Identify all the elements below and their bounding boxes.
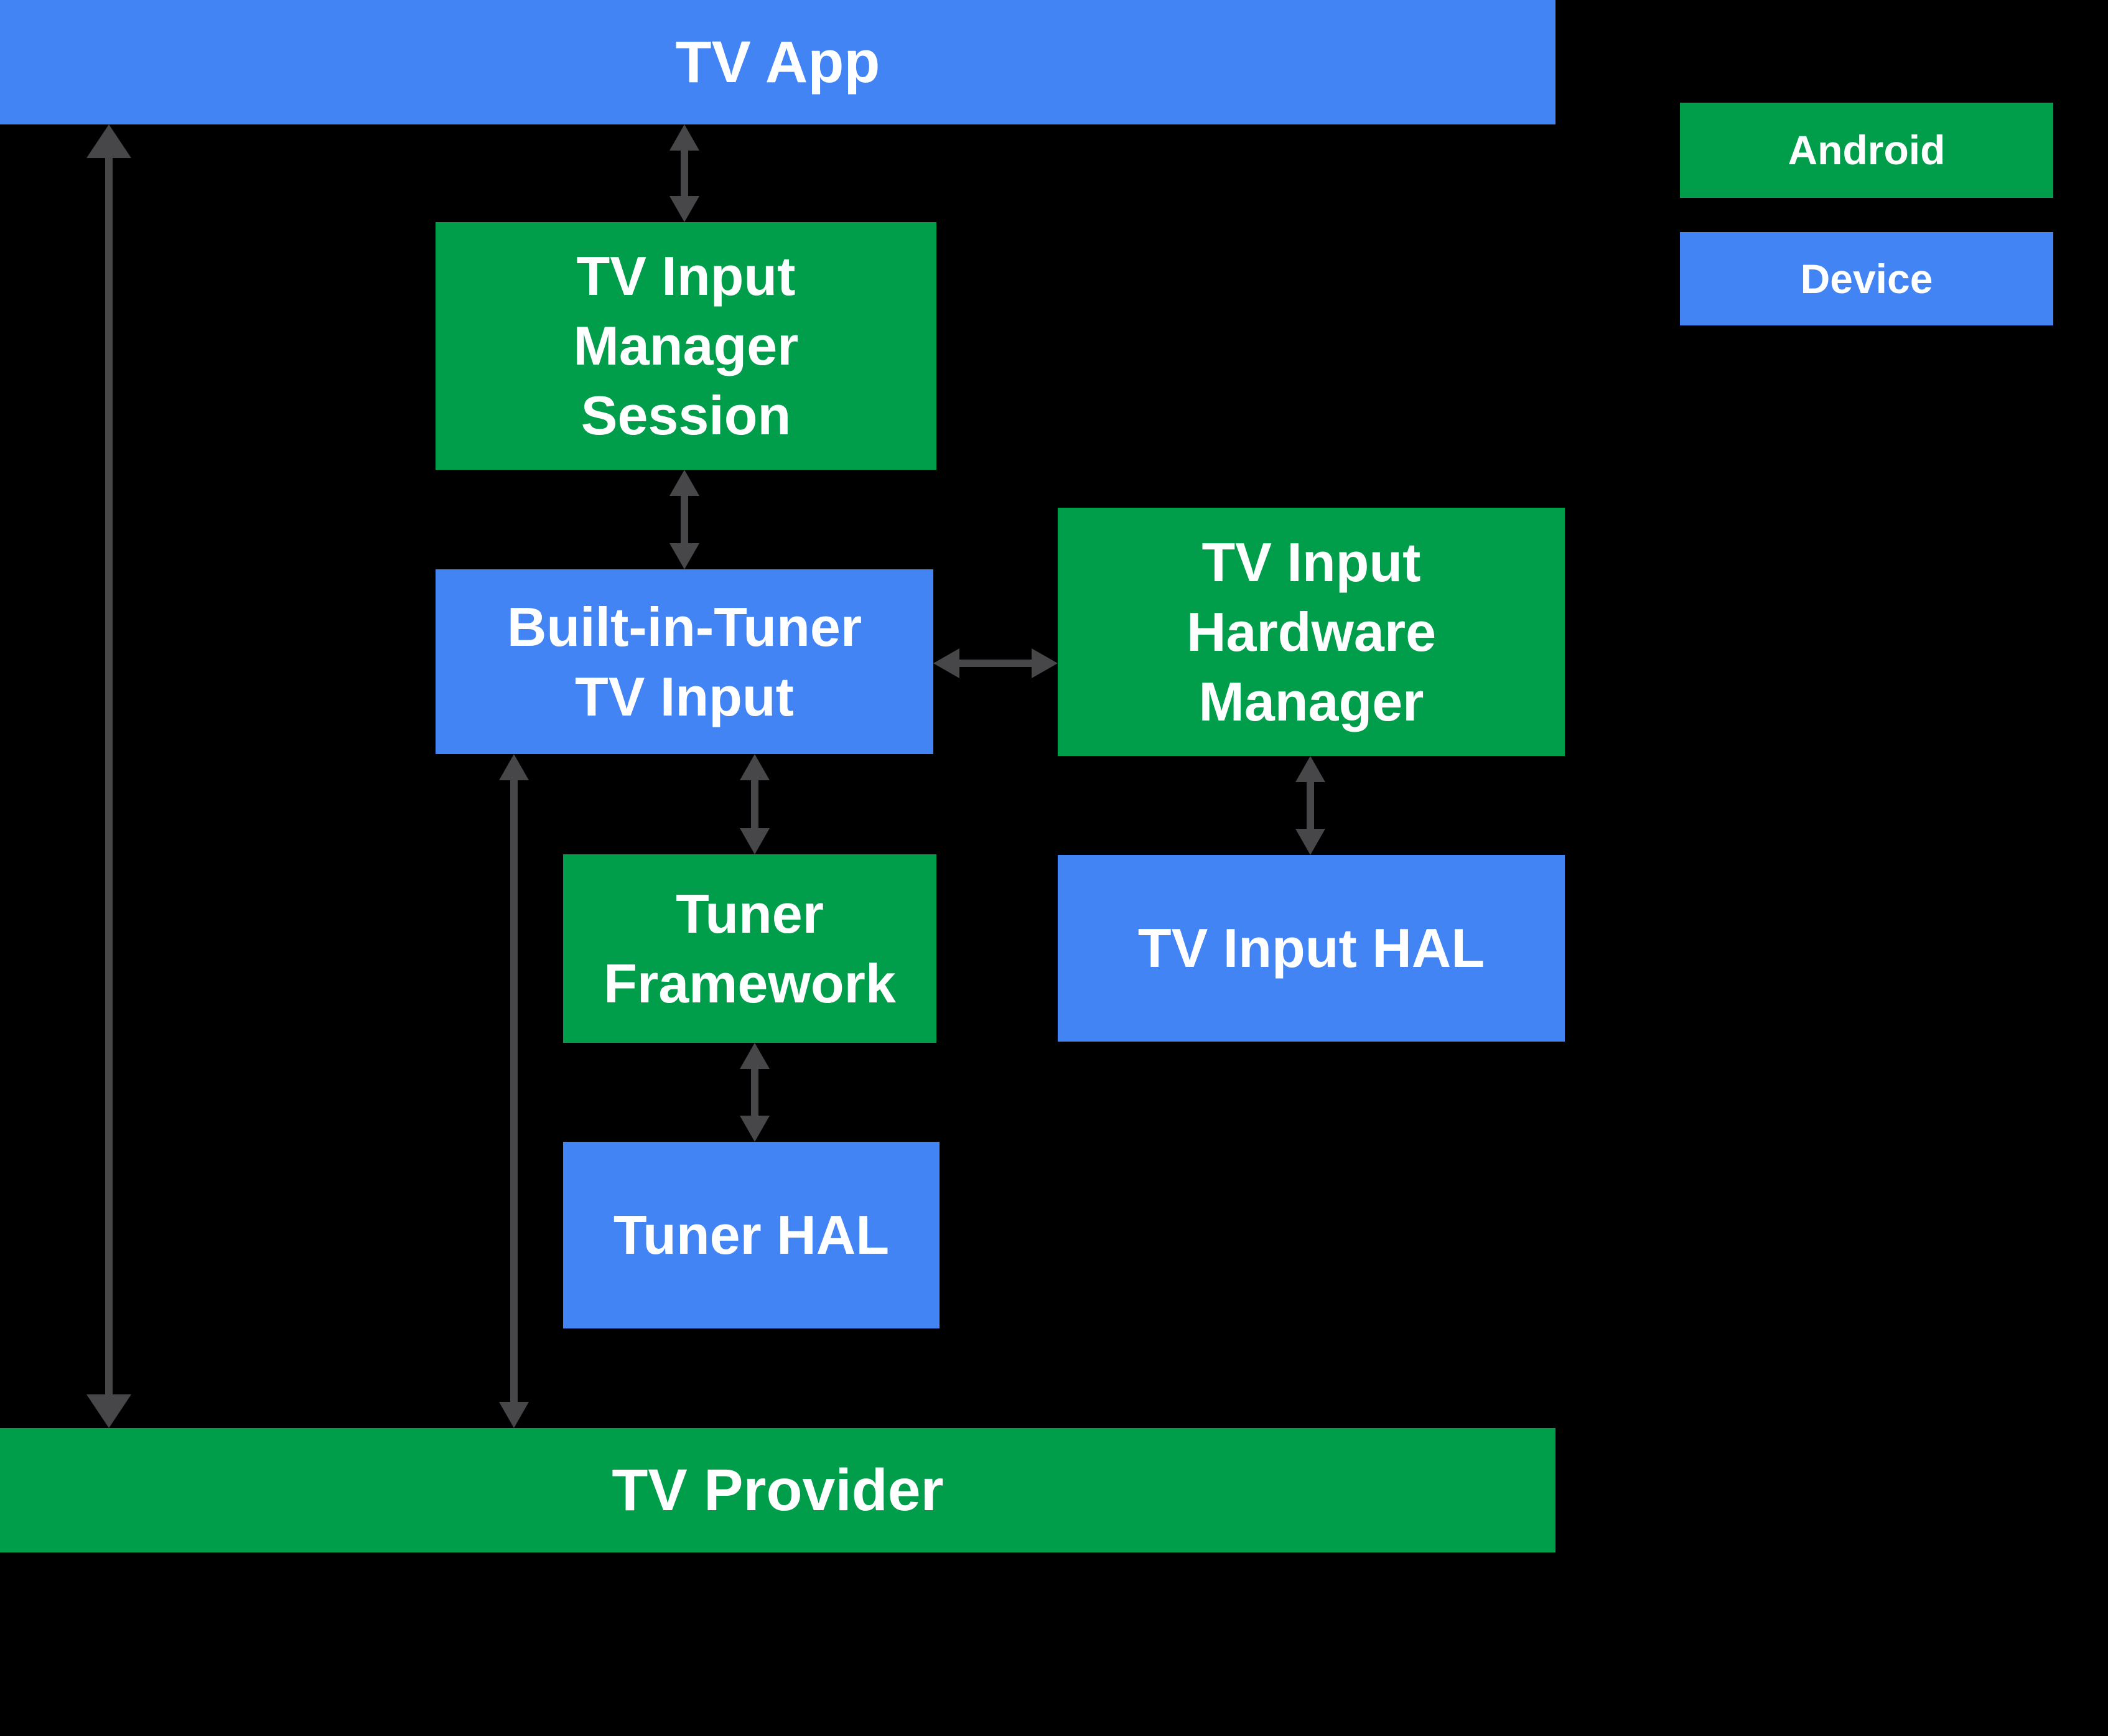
arrow-shaft	[1307, 781, 1314, 830]
arrowhead-down-icon	[669, 543, 699, 569]
legend-android-label: Android	[1788, 127, 1946, 174]
arrowhead-up-icon	[1295, 756, 1325, 782]
legend-device-label: Device	[1800, 255, 1933, 302]
box-built-in-tuner-tv-input: Built-in-Tuner TV Input	[436, 569, 933, 754]
arrowhead-up-icon	[740, 1043, 770, 1069]
box-tv-input-hal: TV Input HAL	[1058, 855, 1565, 1042]
arrowhead-down-icon	[1295, 829, 1325, 855]
arrow-tv-input-hardware-manager-tv-input-hal	[1295, 756, 1325, 855]
legend-device-swatch: Device	[1680, 232, 2053, 325]
arrowhead-down-icon	[499, 1402, 529, 1428]
box-built-in-tuner-tv-input-label: Built-in-Tuner TV Input	[506, 595, 862, 727]
arrowhead-up-icon	[669, 470, 699, 496]
arrowhead-up-icon	[499, 754, 529, 780]
arrow-shaft	[751, 779, 758, 829]
arrowhead-right-icon	[1032, 648, 1058, 678]
box-tuner-framework-label: Tuner Framework	[604, 882, 896, 1014]
arrowhead-up-icon	[669, 124, 699, 151]
box-tv-input-manager-session: TV Input Manager Session	[436, 222, 936, 470]
box-tuner-hal-label: Tuner HAL	[613, 1204, 890, 1266]
arrowhead-down-icon	[86, 1394, 131, 1428]
arrowhead-left-icon	[933, 648, 959, 678]
box-tv-app: TV App	[0, 0, 1555, 124]
box-tv-app-label: TV App	[675, 29, 880, 95]
arrow-built-in-tuner-tv-input-hardware-manager	[933, 648, 1058, 678]
box-tv-input-hardware-manager-label: TV Input Hardware Manager	[1186, 531, 1437, 732]
arrow-tv-app-tv-input-manager-session	[669, 124, 699, 222]
arrow-shaft	[958, 660, 1033, 667]
arrowhead-down-icon	[740, 828, 770, 854]
arrow-tv-app-tv-provider	[86, 124, 131, 1428]
arrow-shaft	[510, 779, 518, 1403]
box-tuner-hal: Tuner HAL	[563, 1142, 940, 1328]
arrow-built-in-tuner-tuner-framework	[740, 754, 770, 854]
box-tv-input-hal-label: TV Input HAL	[1137, 917, 1485, 979]
box-tuner-framework: Tuner Framework	[563, 854, 936, 1043]
arrow-built-in-tuner-tv-provider	[499, 754, 529, 1428]
box-tv-provider-label: TV Provider	[612, 1457, 944, 1523]
arrow-tv-input-manager-session-built-in-tuner	[669, 470, 699, 569]
box-tv-input-hardware-manager: TV Input Hardware Manager	[1058, 508, 1565, 756]
arrow-shaft	[751, 1068, 758, 1117]
arrowhead-down-icon	[669, 196, 699, 222]
arrowhead-down-icon	[740, 1116, 770, 1142]
arrowhead-up-icon	[740, 754, 770, 780]
legend-android-swatch: Android	[1680, 103, 2053, 198]
arrow-tuner-framework-tuner-hal	[740, 1043, 770, 1142]
arrowhead-up-icon	[86, 124, 131, 158]
box-tv-input-manager-session-label: TV Input Manager Session	[573, 245, 799, 446]
box-tv-provider: TV Provider	[0, 1428, 1555, 1552]
arrow-shaft	[105, 157, 113, 1396]
arrow-shaft	[681, 495, 688, 544]
arrow-shaft	[681, 149, 688, 197]
